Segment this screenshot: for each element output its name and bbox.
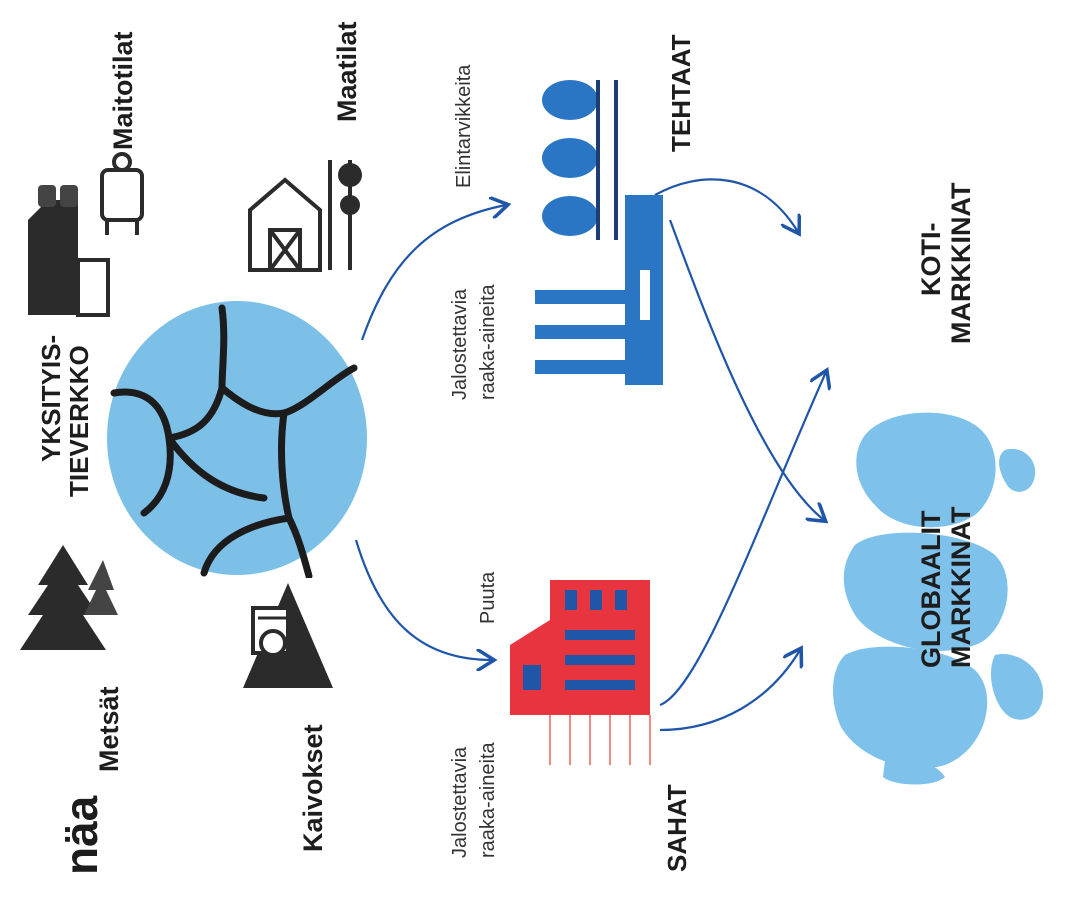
label-sawmills: SAHAT xyxy=(662,784,692,872)
label-home-markets-2: MARKKINAT xyxy=(946,182,976,344)
label-food: Elintarvikkeita xyxy=(453,64,475,188)
hub-label-line1: YKSITYIS- xyxy=(36,334,66,462)
forest-trees-icon xyxy=(20,545,118,650)
label-home-markets-1: KOTI- xyxy=(916,222,946,297)
label-raw-materials-left-2: raaka-aineita xyxy=(477,742,499,858)
label-farms: Maatilat xyxy=(332,21,362,122)
label-raw-materials-right-2: raaka-aineita xyxy=(477,284,499,400)
label-mines: Kaivokset xyxy=(298,724,328,852)
label-global-markets-1: GLOBAALIT xyxy=(916,510,946,668)
label-factories: TEHTAAT xyxy=(666,34,696,152)
arrow-factories-to-home xyxy=(654,178,798,232)
label-forests: Metsät xyxy=(94,686,124,772)
factory-icon xyxy=(535,80,663,385)
world-map-icon xyxy=(833,412,1044,785)
farm-barn-icon xyxy=(248,160,362,272)
title-fragment: näa xyxy=(55,795,107,875)
sawmill-building-icon xyxy=(510,580,651,765)
dairy-milk-icon xyxy=(28,185,110,317)
cow-icon xyxy=(100,152,144,235)
arrow-factories-to-global xyxy=(668,219,824,520)
road-network-icon xyxy=(107,301,367,578)
arrow-sawmills-to-global xyxy=(659,650,800,732)
hub-label-line2: TIEVERKKO xyxy=(64,345,94,497)
label-wood: Puuta xyxy=(477,571,499,624)
arrow-sawmills-to-home xyxy=(659,372,826,707)
arrow-hub-to-sawmills xyxy=(354,539,492,660)
label-raw-materials-left-1: Jalostettavia xyxy=(449,746,471,858)
mine-icon xyxy=(243,583,333,688)
label-raw-materials-right-1: Jalostettavia xyxy=(449,288,471,400)
label-dairy-farms: Maitotilat xyxy=(108,31,138,151)
arrow-hub-to-factories xyxy=(360,205,506,341)
label-global-markets-2: MARKKINAT xyxy=(946,506,976,668)
